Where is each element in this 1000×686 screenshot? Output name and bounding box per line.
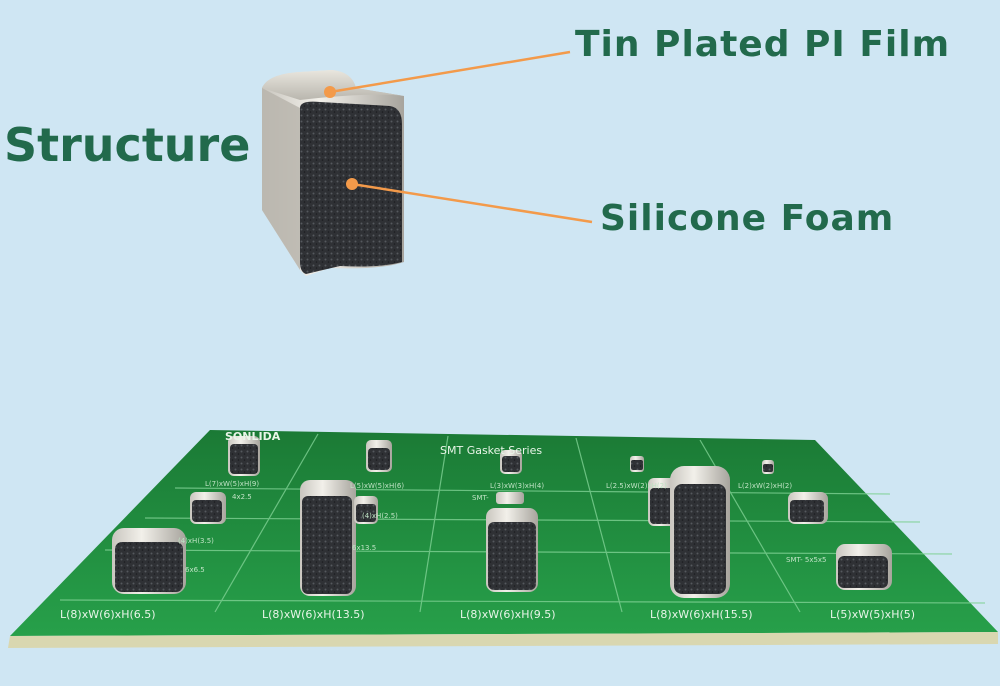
board-series: SMT Gasket Series — [440, 444, 542, 457]
board-mid-label: (4)xH(2.5) — [362, 512, 398, 520]
board-brand: SONLIDA — [225, 430, 281, 443]
callout-lines — [324, 50, 593, 224]
board-labels: SONLIDA SMT Gasket Series L(7)xW(5)xH(9)… — [60, 430, 915, 621]
structure-title: Structure — [4, 118, 251, 172]
board-row-label: L(8)xW(6)xH(6.5) — [60, 608, 156, 621]
board-top-label: L(5)xW(5)xH(6) — [350, 482, 404, 490]
board-mid-label: SMT- — [472, 494, 489, 502]
board-gaskets — [112, 436, 892, 598]
board-row-label: L(8)xW(6)xH(15.5) — [650, 608, 753, 621]
gasket-main — [262, 70, 404, 276]
board-top-label: L(7)xW(5)xH(9) — [205, 480, 259, 488]
board-row-label: L(8)xW(6)xH(9.5) — [460, 608, 556, 621]
board-top-label: L(2.5)xW(2)xH(2) — [606, 482, 667, 490]
board-mid-label: 6x13.5 — [352, 544, 376, 552]
silicone-foam-label: Silicone Foam — [600, 198, 895, 239]
board-mid-label: 4x2.5 — [232, 493, 252, 501]
board-mid-label: SMT- 5x5x5 — [786, 556, 827, 564]
board-top-label: L(3)xW(3)xH(4) — [490, 482, 544, 490]
board-mid-label: (4)xH(3.5) — [178, 537, 214, 545]
board-top-label: L(2)xW(2)xH(2) — [738, 482, 792, 490]
board-row-label: L(5)xW(5)xH(5) — [830, 608, 915, 621]
board-mid-label: 6x6.5 — [185, 566, 205, 574]
board-row-label: L(8)xW(6)xH(13.5) — [262, 608, 365, 621]
tin-plated-label: Tin Plated PI Film — [575, 24, 951, 65]
